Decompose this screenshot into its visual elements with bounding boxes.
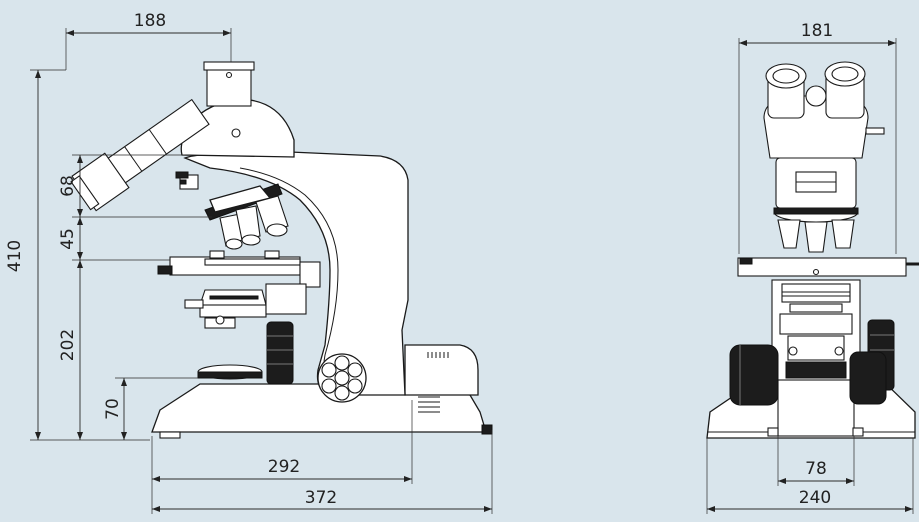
objectives: [219, 195, 289, 250]
dim-nosepiece-height: 68: [58, 175, 78, 197]
dim-total-height: 410: [5, 240, 25, 272]
front-stage: [737, 257, 907, 277]
camera-port: [206, 63, 252, 107]
dim-overall-depth: 372: [305, 488, 337, 508]
front-view-dimensions: 181 78 240: [706, 21, 914, 514]
filter-wheel: [317, 353, 367, 403]
side-view-microscope: [70, 61, 493, 439]
lamp-vents: [427, 352, 449, 358]
dim-stage-height: 202: [58, 329, 78, 361]
dim-stage-gap: 45: [58, 228, 78, 250]
side-view-dimensions: 188 410 68 45 202 70 292 372: [5, 11, 493, 514]
dim-base-height: 70: [103, 398, 123, 420]
dim-base-width: 240: [799, 488, 831, 508]
front-focus-knobs: [729, 319, 895, 406]
condenser: [184, 283, 307, 329]
eyepiece-tube: [70, 98, 210, 212]
front-eyepieces: [765, 61, 866, 119]
dim-base-depth: 292: [268, 457, 300, 477]
front-pillar: [777, 377, 855, 437]
dim-pillar-width: 78: [805, 459, 827, 479]
dim-head-width: 181: [801, 21, 833, 41]
focus-knob: [266, 321, 294, 385]
lamp-housing: [404, 344, 479, 396]
front-view-microscope: [706, 61, 919, 439]
side-stage: [157, 250, 321, 288]
dim-eyepiece-offset: 188: [134, 11, 166, 31]
